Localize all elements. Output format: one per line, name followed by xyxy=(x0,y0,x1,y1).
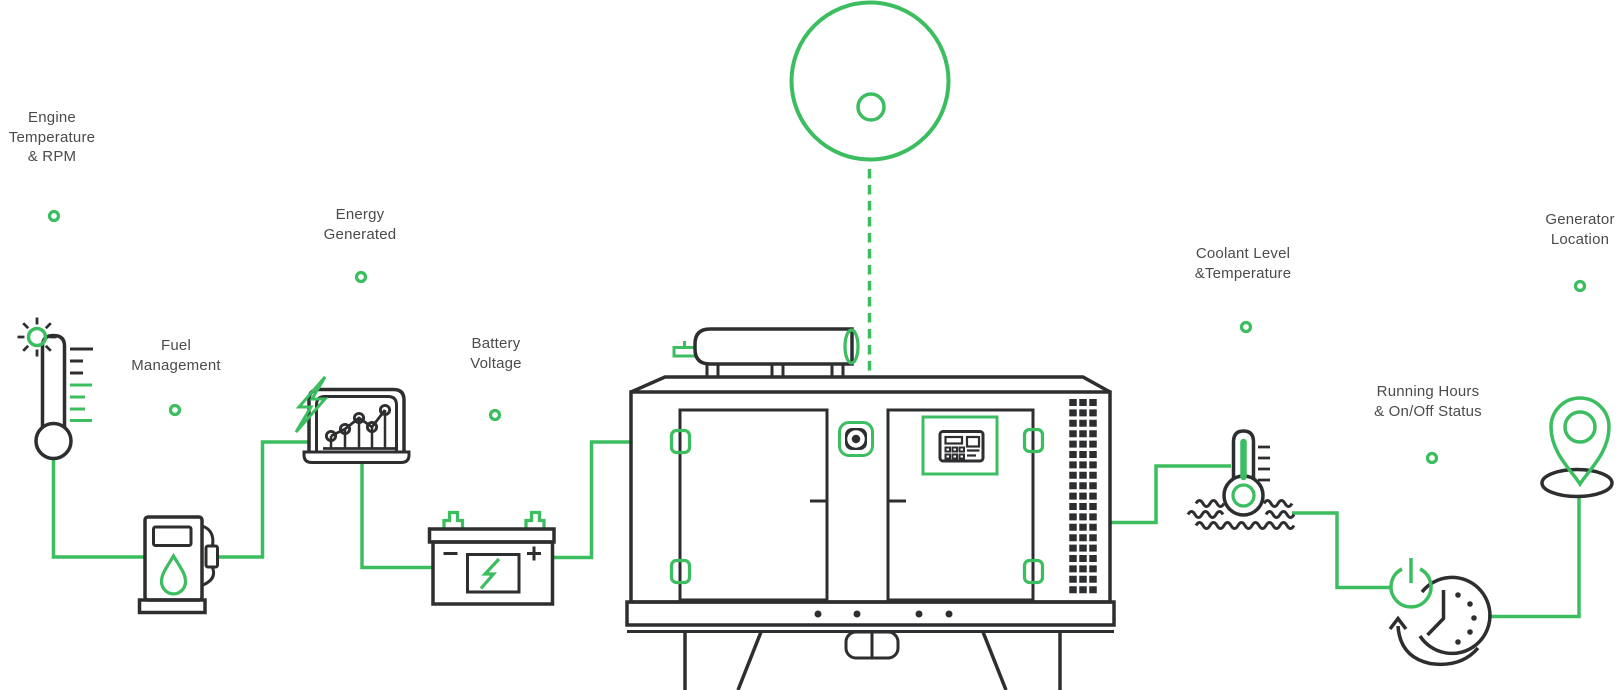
battery-terminal-left xyxy=(442,510,465,529)
fuel-pump-icon xyxy=(137,515,219,615)
coolant-bulb xyxy=(1222,474,1265,517)
clock-hour-dots xyxy=(1455,592,1477,645)
fuel-pump-screen xyxy=(152,525,193,547)
signal-inner-circle xyxy=(856,92,886,122)
signal-circle-icon xyxy=(789,0,951,376)
indicator-dot xyxy=(1239,320,1253,334)
wire-generator-to-coolant xyxy=(1110,464,1231,525)
muffler-body xyxy=(693,327,854,366)
signal-outer-circle xyxy=(789,0,951,162)
label-coolant-level-temperature: Coolant Level &Temperature xyxy=(1194,245,1292,282)
sun-circle xyxy=(26,326,48,348)
pin-base-ellipse xyxy=(1540,467,1614,499)
label-energy-generated: Energy Generated xyxy=(323,206,397,243)
label-battery-voltage: Battery Voltage xyxy=(470,335,522,372)
wire-engine-to-fuel xyxy=(51,457,146,559)
thermometer-stem xyxy=(40,333,67,428)
pin-body xyxy=(1549,396,1611,488)
door-hinges xyxy=(669,427,1045,585)
tow-hook xyxy=(844,630,900,660)
coolant-ticks xyxy=(1258,445,1270,482)
battery-terminal-right xyxy=(524,510,546,529)
coolant-bulb-ring xyxy=(1231,483,1256,508)
power-clock-icon xyxy=(1388,558,1492,666)
indicator-dot xyxy=(47,209,61,223)
thermometer-ticks-green xyxy=(70,383,92,422)
battery-bolt-icon xyxy=(479,557,501,590)
cabinet-front xyxy=(629,390,1112,604)
coolant-thermometer-icon xyxy=(1186,429,1296,530)
lightning-bolt-icon xyxy=(294,376,329,433)
history-arrow-head xyxy=(1388,615,1408,631)
connector-wires xyxy=(51,440,1581,619)
water-waves xyxy=(1186,499,1296,530)
thermometer-sun-icon xyxy=(17,317,93,461)
laptop-base xyxy=(302,450,411,464)
fuel-nozzle xyxy=(204,544,219,569)
plus-sign xyxy=(527,546,541,561)
wire-fuel-to-laptop xyxy=(216,440,309,559)
wire-laptop-to-battery xyxy=(360,463,433,570)
thermometer-ticks-dark xyxy=(70,347,93,375)
battery-icon xyxy=(427,510,556,606)
battery-inner-panel xyxy=(466,553,521,594)
indicator-dot xyxy=(354,270,368,284)
muffler-end-cap xyxy=(843,328,860,365)
history-arrow-arc xyxy=(1396,625,1480,666)
muffler-pipe xyxy=(672,341,695,358)
clock-face xyxy=(1418,575,1492,656)
fuel-droplet xyxy=(159,552,188,596)
map-pin-icon xyxy=(1540,396,1614,499)
label-generator-location: Generator Location xyxy=(1545,211,1615,248)
chart-markers xyxy=(324,403,392,443)
label-running-hours-status: Running Hours & On/Off Status xyxy=(1374,383,1482,420)
muffler-feet xyxy=(705,362,845,379)
battery-top-bar xyxy=(427,527,556,544)
lock-button-icon xyxy=(838,421,874,457)
wire-coolant-to-power xyxy=(1292,511,1391,590)
wire-clock-to-pin xyxy=(1488,497,1581,619)
fuel-hose xyxy=(201,524,216,587)
indicator-dot xyxy=(1573,279,1587,293)
coolant-stem xyxy=(1231,429,1256,479)
generator-icon xyxy=(625,327,1116,690)
wire-battery-to-generator xyxy=(552,440,631,560)
skid-bolts xyxy=(814,610,953,618)
vent-grille xyxy=(1069,399,1097,594)
laptop-screen-inner xyxy=(315,395,398,452)
clock-hands xyxy=(1426,590,1446,637)
pin-inner-circle xyxy=(1563,410,1597,444)
laptop-chart-icon xyxy=(294,376,411,464)
cabinet-door-left xyxy=(678,408,829,602)
thermometer-bulb xyxy=(34,421,73,461)
sun-rays xyxy=(17,317,57,357)
cabinet-door-right xyxy=(886,408,1035,602)
control-panel-icon xyxy=(921,415,999,476)
battery-body xyxy=(431,540,555,606)
label-fuel-management: Fuel Management xyxy=(131,337,221,374)
generator-legs xyxy=(683,631,1062,690)
label-engine-temperature-rpm: Engine Temperature & RPM xyxy=(8,109,96,165)
indicator-dots xyxy=(47,209,1587,465)
cabinet-top-edges xyxy=(630,375,1111,394)
indicator-dot xyxy=(168,403,182,417)
generator-skid xyxy=(625,600,1116,627)
power-button-circle xyxy=(1389,567,1433,609)
panel-buttons xyxy=(944,446,965,460)
indicator-dot xyxy=(1425,451,1439,465)
fuel-pump-base xyxy=(137,598,207,615)
indicator-dot xyxy=(488,408,502,422)
